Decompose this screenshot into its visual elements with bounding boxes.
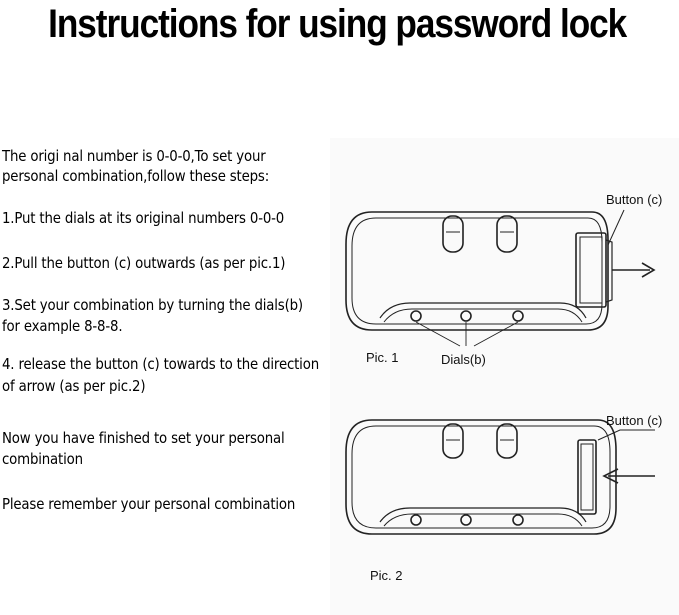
pic2-button-label: Button (c)	[606, 413, 663, 428]
step-4-line-1: 4. release the button (c) towards to the…	[2, 355, 319, 373]
dials-label: Dials(b)	[441, 352, 486, 367]
step-2: 2.Pull the button (c) outwards (as per p…	[2, 254, 286, 272]
finish-line-2: combination	[2, 450, 83, 468]
step-4-line-2: of arrow (as per pic.2)	[2, 377, 146, 395]
step-3-line-1: 3.Set your combination by turning the di…	[2, 296, 303, 314]
page-title: Instructions for using password lock	[48, 2, 627, 46]
step-3-line-2: for example 8-8-8.	[2, 317, 123, 335]
remember-note: Please remember your personal combinatio…	[2, 495, 296, 513]
pic1-caption: Pic. 1	[366, 350, 399, 365]
pic2-caption: Pic. 2	[370, 568, 403, 583]
lock-pic-1	[345, 209, 656, 347]
step-1: 1.Put the dials at its original numbers …	[2, 209, 285, 227]
finish-line-1: Now you have finished to set your person…	[2, 429, 285, 447]
pic1-button-label: Button (c)	[606, 192, 663, 207]
intro-line-2: personal combination,follow these steps:	[2, 167, 270, 185]
lock-pic-2	[345, 419, 655, 535]
intro-line-1: The origi nal number is 0-0-0,To set you…	[2, 147, 266, 165]
